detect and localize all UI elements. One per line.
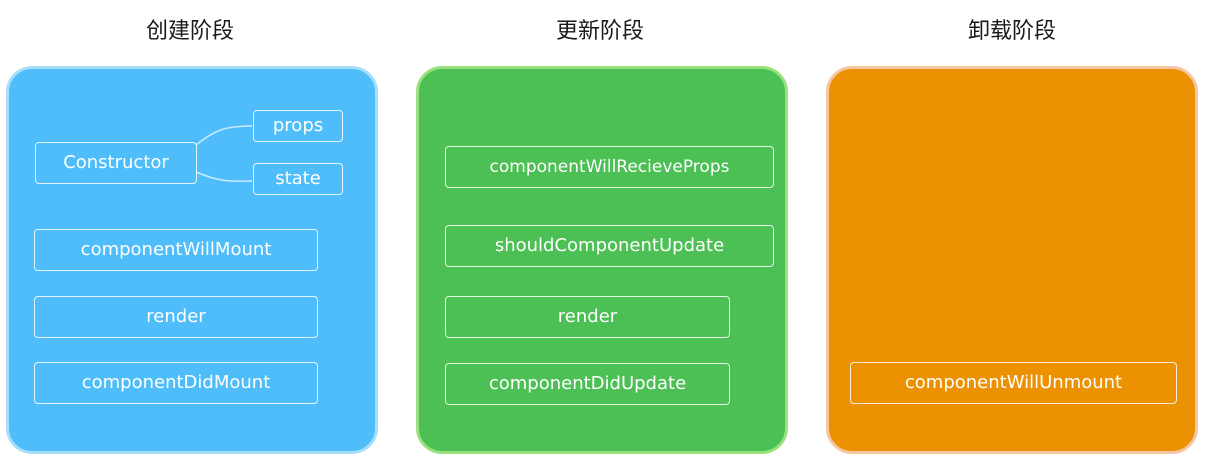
update-phase-panel bbox=[416, 66, 788, 454]
create-phase-panel bbox=[6, 66, 378, 454]
component-will-unmount-box: componentWillUnmount bbox=[850, 362, 1177, 404]
component-did-update-box: componentDidUpdate bbox=[445, 363, 730, 405]
state-box: state bbox=[253, 163, 343, 195]
unmount-phase-panel bbox=[826, 66, 1198, 454]
props-box: props bbox=[253, 110, 343, 142]
component-will-recieve-props-box: componentWillRecieveProps bbox=[445, 146, 774, 188]
update-render-box: render bbox=[445, 296, 730, 338]
component-did-mount-box: componentDidMount bbox=[34, 362, 318, 404]
component-will-mount-box: componentWillMount bbox=[34, 229, 318, 271]
constructor-box: Constructor bbox=[35, 142, 197, 184]
create-phase-title: 创建阶段 bbox=[145, 19, 234, 44]
update-phase-title: 更新阶段 bbox=[555, 19, 644, 44]
create-render-box: render bbox=[34, 296, 318, 338]
unmount-phase-title: 卸载阶段 bbox=[967, 19, 1056, 44]
should-component-update-box: shouldComponentUpdate bbox=[445, 225, 774, 267]
